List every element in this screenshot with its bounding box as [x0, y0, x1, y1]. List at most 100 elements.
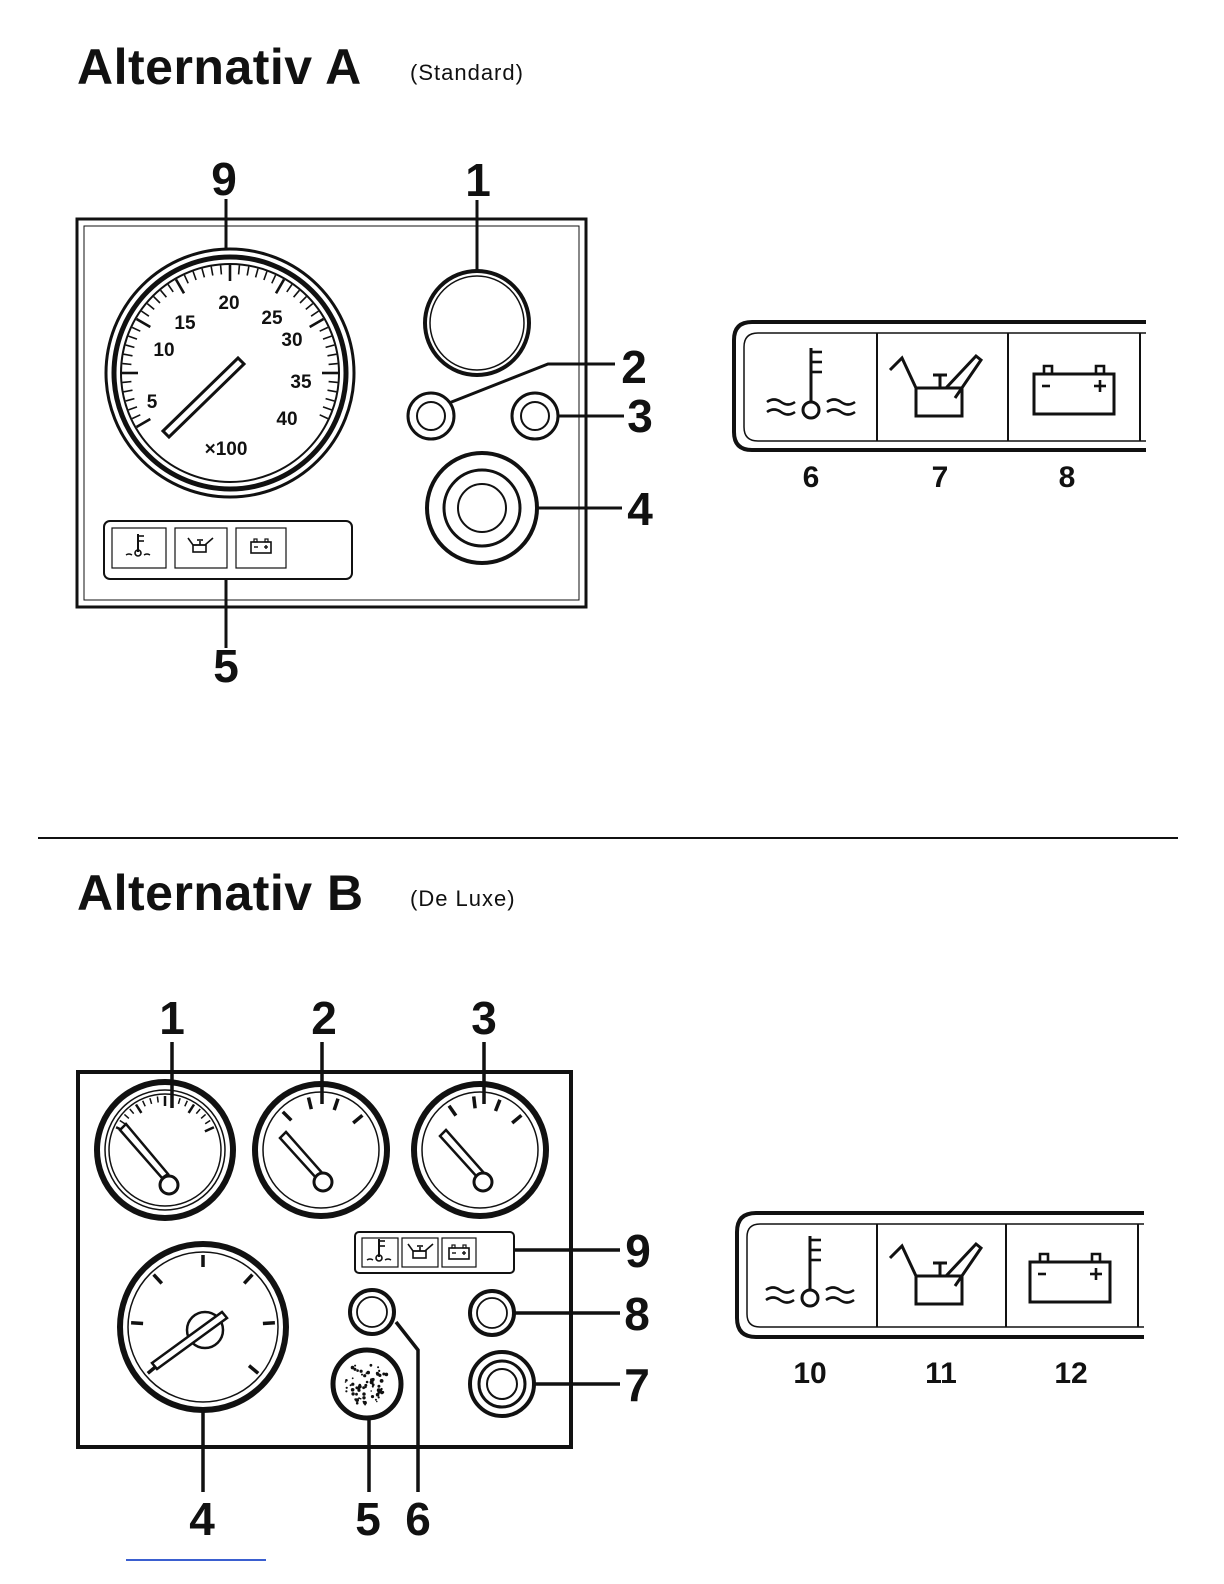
tick-mark — [328, 354, 337, 356]
lighter-texture-dot — [377, 1366, 379, 1368]
lighter-texture-dot — [370, 1364, 373, 1367]
tick-mark — [176, 280, 184, 294]
tick-mark — [449, 1106, 456, 1116]
tick-mark — [496, 1100, 500, 1111]
callout-a-1: 1 — [465, 154, 491, 206]
lighter-texture-dot — [360, 1370, 363, 1373]
tick-mark — [132, 327, 140, 331]
tick-mark — [334, 1099, 338, 1110]
tach-label-20: 20 — [218, 293, 239, 314]
warning-lamp-b8 — [470, 1291, 514, 1335]
strip-label-10: 10 — [793, 1357, 826, 1390]
callout-b-8: 8 — [624, 1288, 650, 1340]
lighter-texture-dot — [345, 1390, 347, 1392]
tick-mark — [474, 1096, 475, 1108]
gauge-b4 — [120, 1244, 286, 1410]
tick-mark — [205, 1121, 210, 1124]
tach-label-30: 30 — [281, 330, 302, 351]
lighter-texture-dot — [345, 1381, 347, 1383]
tick-mark — [244, 1275, 252, 1284]
lighter-texture-dot — [376, 1393, 380, 1397]
tach-multiplier: ×100 — [205, 439, 248, 460]
warning-strip-b — [355, 1232, 514, 1273]
lighter-texture-dot — [378, 1396, 380, 1398]
tick-mark — [143, 1101, 146, 1107]
tick-mark — [211, 267, 213, 276]
tick-mark — [328, 390, 337, 392]
tick-mark — [326, 345, 335, 347]
tick-mark — [276, 280, 284, 294]
strip-label-8: 8 — [1059, 461, 1076, 494]
battery-icon — [449, 1245, 469, 1259]
tick-mark — [137, 319, 151, 327]
tick-mark — [129, 407, 138, 410]
tick-mark — [131, 1323, 143, 1324]
tick-mark — [326, 399, 335, 401]
coolant-temperature-icon — [766, 1236, 854, 1306]
tick-mark — [130, 1109, 134, 1114]
tick-mark — [154, 1275, 162, 1284]
tick-mark — [323, 336, 332, 339]
lighter-texture-dot — [356, 1369, 359, 1372]
lighter-texture-dot — [362, 1386, 365, 1389]
lighter-texture-dot — [359, 1384, 362, 1387]
lighter-texture-dot — [364, 1384, 367, 1387]
lighter-texture-dot — [375, 1399, 377, 1401]
lighter-texture-dot — [355, 1398, 359, 1402]
tick-mark — [256, 269, 258, 278]
tick-mark — [272, 275, 276, 283]
warning-lamp-b6 — [350, 1290, 394, 1334]
lighter-texture-dot — [378, 1370, 380, 1372]
tick-mark — [353, 1115, 362, 1123]
tach-label-25: 25 — [261, 308, 283, 329]
lighter-texture-dot — [346, 1387, 348, 1389]
lighter-texture-dot — [372, 1386, 374, 1388]
lighter-texture-dot — [376, 1401, 378, 1403]
tick-mark — [126, 345, 135, 347]
callout-b-6: 6 — [405, 1493, 431, 1545]
tick-mark — [205, 1127, 214, 1131]
ignition-switch-b7 — [470, 1352, 534, 1416]
warning-strip-a — [104, 521, 352, 579]
warning-lamp-a2 — [408, 393, 454, 439]
warning-lamp-a3 — [512, 393, 558, 439]
lighter-texture-dot — [356, 1402, 359, 1405]
tick-mark — [124, 354, 133, 356]
lighter-texture-dot — [352, 1388, 354, 1390]
tick-mark — [264, 272, 267, 281]
battery-icon — [251, 539, 271, 553]
tick-mark — [309, 1098, 312, 1110]
lighter-texture-dot — [363, 1374, 366, 1377]
tick-mark — [185, 1101, 188, 1107]
tick-mark — [512, 1115, 521, 1123]
tick-mark — [287, 285, 292, 292]
gauge-a1 — [425, 271, 529, 375]
tick-mark — [122, 382, 131, 383]
gauge-b1 — [97, 1082, 233, 1218]
tick-mark — [310, 319, 324, 327]
oil-can-icon — [188, 538, 213, 552]
coolant-temperature-icon — [367, 1239, 391, 1261]
tick-mark — [132, 415, 140, 419]
tick-mark — [294, 290, 300, 297]
lighter-texture-dot — [378, 1389, 382, 1393]
ignition-switch-a4 — [427, 453, 537, 563]
tick-mark — [150, 1098, 152, 1104]
callout-a-3: 3 — [627, 390, 653, 442]
lighter-texture-dot — [366, 1371, 370, 1375]
tick-mark — [320, 327, 328, 331]
tick-mark — [161, 290, 167, 297]
callout-a-4: 4 — [627, 483, 653, 535]
warning-strip-detail-a — [734, 322, 1146, 450]
tick-mark — [137, 419, 151, 427]
gauge-b2-needle — [280, 1132, 324, 1180]
callout-b-5: 5 — [355, 1493, 381, 1545]
strip-label-11: 11 — [925, 1357, 957, 1390]
tach-label-10: 10 — [153, 340, 174, 361]
lighter-texture-dot — [357, 1389, 360, 1392]
tick-mark — [201, 1114, 206, 1118]
lighter-texture-dot — [372, 1378, 375, 1381]
tick-mark — [329, 382, 338, 383]
tick-mark — [283, 1112, 292, 1121]
gauge-b3-needle — [440, 1130, 484, 1178]
